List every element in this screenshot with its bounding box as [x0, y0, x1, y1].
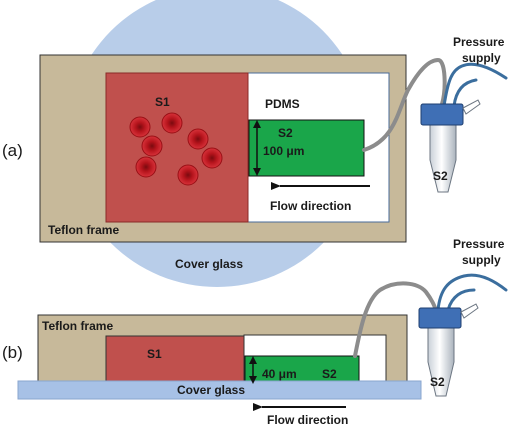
- s1-region-a: [105, 72, 249, 223]
- pressure-supply-label-a-2: supply: [462, 51, 501, 65]
- blue-tubing-a-2: [452, 78, 478, 108]
- cover-glass-label-b: Cover glass: [177, 383, 245, 397]
- tube-label-b: S2: [430, 375, 445, 389]
- flow-direction-label-a: Flow direction: [270, 199, 351, 213]
- pressure-supply-label-a-1: Pressure: [453, 35, 505, 49]
- pressure-supply-label-b-1: Pressure: [453, 237, 505, 251]
- rbc-cell: [201, 147, 223, 169]
- sample-tube-a: [420, 99, 481, 193]
- rbc-cell: [129, 116, 151, 138]
- cover-glass-slab: [17, 380, 422, 400]
- sample-tube-b: [418, 303, 479, 397]
- s2-label-a: S2: [278, 126, 293, 140]
- gray-tubing-b: [353, 281, 438, 358]
- s1-label-b: S1: [147, 347, 162, 361]
- panel-a: (a) S1 PDMS S2 100 μm Flow direction Tef…: [2, 0, 508, 287]
- teflon-frame-label-a: Teflon frame: [48, 223, 119, 237]
- blue-tubing-b: [436, 273, 508, 312]
- pdms-label: PDMS: [265, 97, 300, 111]
- panel-b-label: (b): [2, 343, 23, 362]
- cover-glass-label-a: Cover glass: [175, 257, 243, 271]
- flow-direction-label-b: Flow direction: [267, 413, 348, 427]
- s1-region-b: [105, 335, 245, 383]
- s2-height-label-a: 100 μm: [263, 144, 304, 158]
- rbc-cell: [135, 156, 157, 178]
- s1-label-a: S1: [155, 95, 170, 109]
- blue-tubing-b-2: [446, 288, 476, 312]
- pressure-supply-label-b-2: supply: [462, 253, 501, 267]
- panel-b: (b) Teflon frame S1 40 μm S2 Cover glass…: [2, 237, 508, 427]
- s2-height-label-b: 40 μm: [262, 367, 297, 381]
- rbc-cell: [141, 135, 163, 157]
- tube-label-a: S2: [433, 169, 448, 183]
- panel-a-label: (a): [2, 141, 23, 160]
- gray-tubing-a: [362, 57, 447, 152]
- teflon-frame-label-b: Teflon frame: [42, 319, 113, 333]
- s2-channel-b: [244, 355, 360, 383]
- red-blood-cells: [129, 112, 223, 186]
- rbc-cell: [161, 112, 183, 134]
- s2-label-b: S2: [322, 367, 337, 381]
- rbc-cell: [177, 164, 199, 186]
- blue-tubing-a: [442, 62, 508, 108]
- rbc-cell: [187, 128, 209, 150]
